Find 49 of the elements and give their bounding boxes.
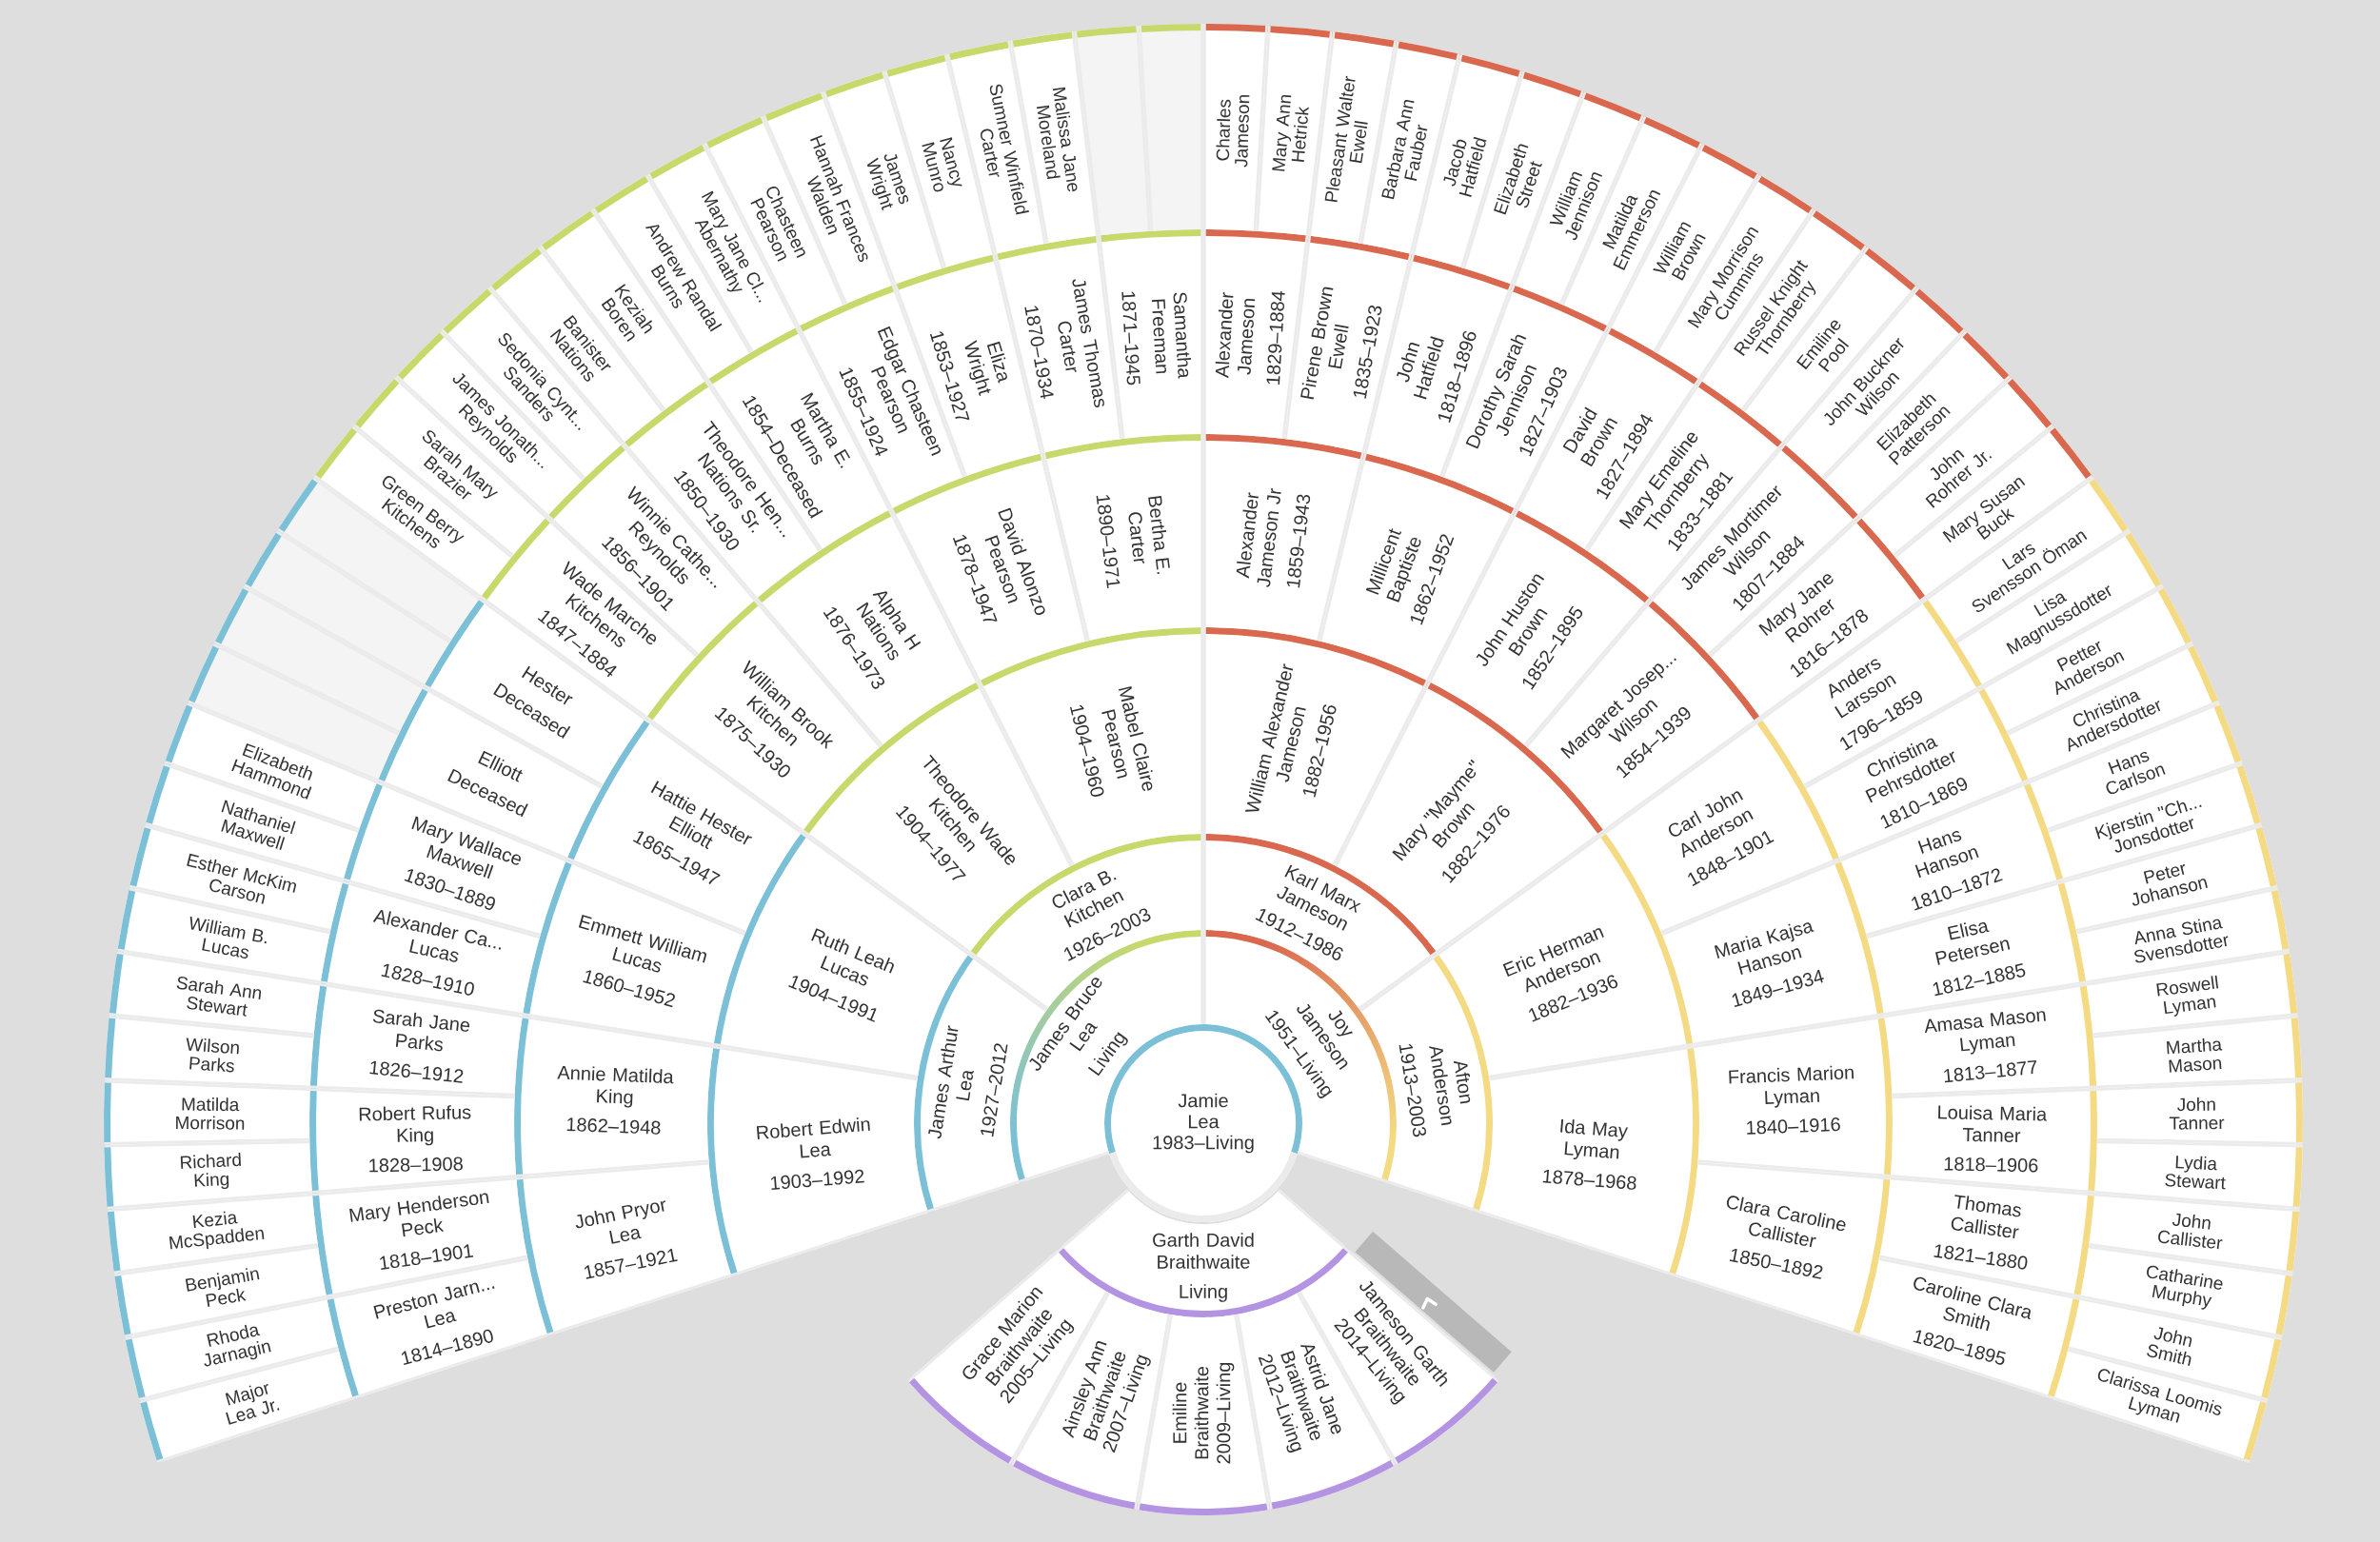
- node-label: 2009–Living: [1216, 1362, 1235, 1464]
- node-label: Robert Edwin Lea: [756, 1117, 870, 1158]
- node-label: Martha Mason: [2166, 1038, 2223, 1073]
- node-label: Thomas Callister: [1951, 1195, 2021, 1238]
- node-label: Alexander Jameson Jr: [1236, 487, 1281, 587]
- node-label: 1927–2012: [981, 1043, 1008, 1137]
- node-label: Alexander Jameson: [1215, 292, 1256, 379]
- node-label: 1903–1992: [771, 1169, 864, 1190]
- node-label: 1828–1908: [369, 1156, 463, 1173]
- node-label: 1840–1916: [1747, 1117, 1840, 1135]
- node-label: Mary Ann Hetrick: [1272, 94, 1309, 171]
- node-label: 1862–1948: [566, 1117, 661, 1135]
- node-label: Wilson Parks: [186, 1038, 239, 1073]
- person-cell: Richard King: [104, 1140, 312, 1210]
- node-label: Lydia Stewart: [2165, 1156, 2226, 1190]
- node-label: 1818–1906: [1944, 1156, 2038, 1173]
- node-label: 1913–2003: [1398, 1043, 1427, 1137]
- node-label: Garth David Braithwaite: [1153, 1233, 1254, 1269]
- node-label: 1878–1968: [1542, 1169, 1636, 1190]
- node-label: Louisa Maria Tanner: [1938, 1105, 2048, 1142]
- person-cell: John Pryor Lea 1857–1921: [516, 1161, 732, 1336]
- node-label: Charles Jameson: [1216, 94, 1250, 168]
- node-label: John Tanner: [2169, 1097, 2225, 1130]
- person-cell: Clara Caroline Callister 1850–1892: [1675, 1161, 1891, 1336]
- node-label: 1850–1892: [1729, 1248, 1823, 1279]
- node-label: Emiline Braithwaite: [1172, 1366, 1209, 1459]
- node-label: Francis Marion Lyman: [1729, 1065, 1854, 1108]
- node-label: Mary Henderson Peck: [349, 1193, 489, 1237]
- node-label: Robert Rufus King: [359, 1105, 471, 1146]
- node-label: Richard King: [180, 1153, 242, 1190]
- node-label: Ida May Lyman: [1560, 1118, 1629, 1160]
- empty-cell: [1139, 24, 1204, 231]
- node-label: John Pryor Lea: [575, 1200, 665, 1244]
- node-label: 1871–1945: [1121, 291, 1140, 386]
- node-label: Bertha E. Carter: [1128, 496, 1170, 575]
- person-cell: Robert Edwin Lea 1903–1992: [707, 1045, 928, 1276]
- person-cell: Ida May Lyman 1878–1968: [1478, 1045, 1699, 1276]
- node-label: Samantha Freeman: [1151, 292, 1192, 379]
- node-label: Clara Caroline Callister: [1726, 1196, 1846, 1248]
- node-label: Living: [1180, 1284, 1227, 1302]
- person-cell: Francis Marion Lyman 1840–1916: [1693, 1015, 1893, 1177]
- node-label: 1813–1877: [1944, 1059, 2036, 1083]
- node-label: 1859–1943: [1286, 494, 1311, 588]
- person-cell: Robert Rufus King 1828–1908: [309, 1088, 517, 1194]
- node-label: 1890–1971: [1096, 495, 1121, 589]
- node-label: Annie Matilda King: [557, 1065, 674, 1108]
- node-label: 1829–1884: [1266, 290, 1285, 385]
- node-label: 1857–1921: [585, 1248, 678, 1279]
- node-label: 1826–1912: [369, 1060, 464, 1083]
